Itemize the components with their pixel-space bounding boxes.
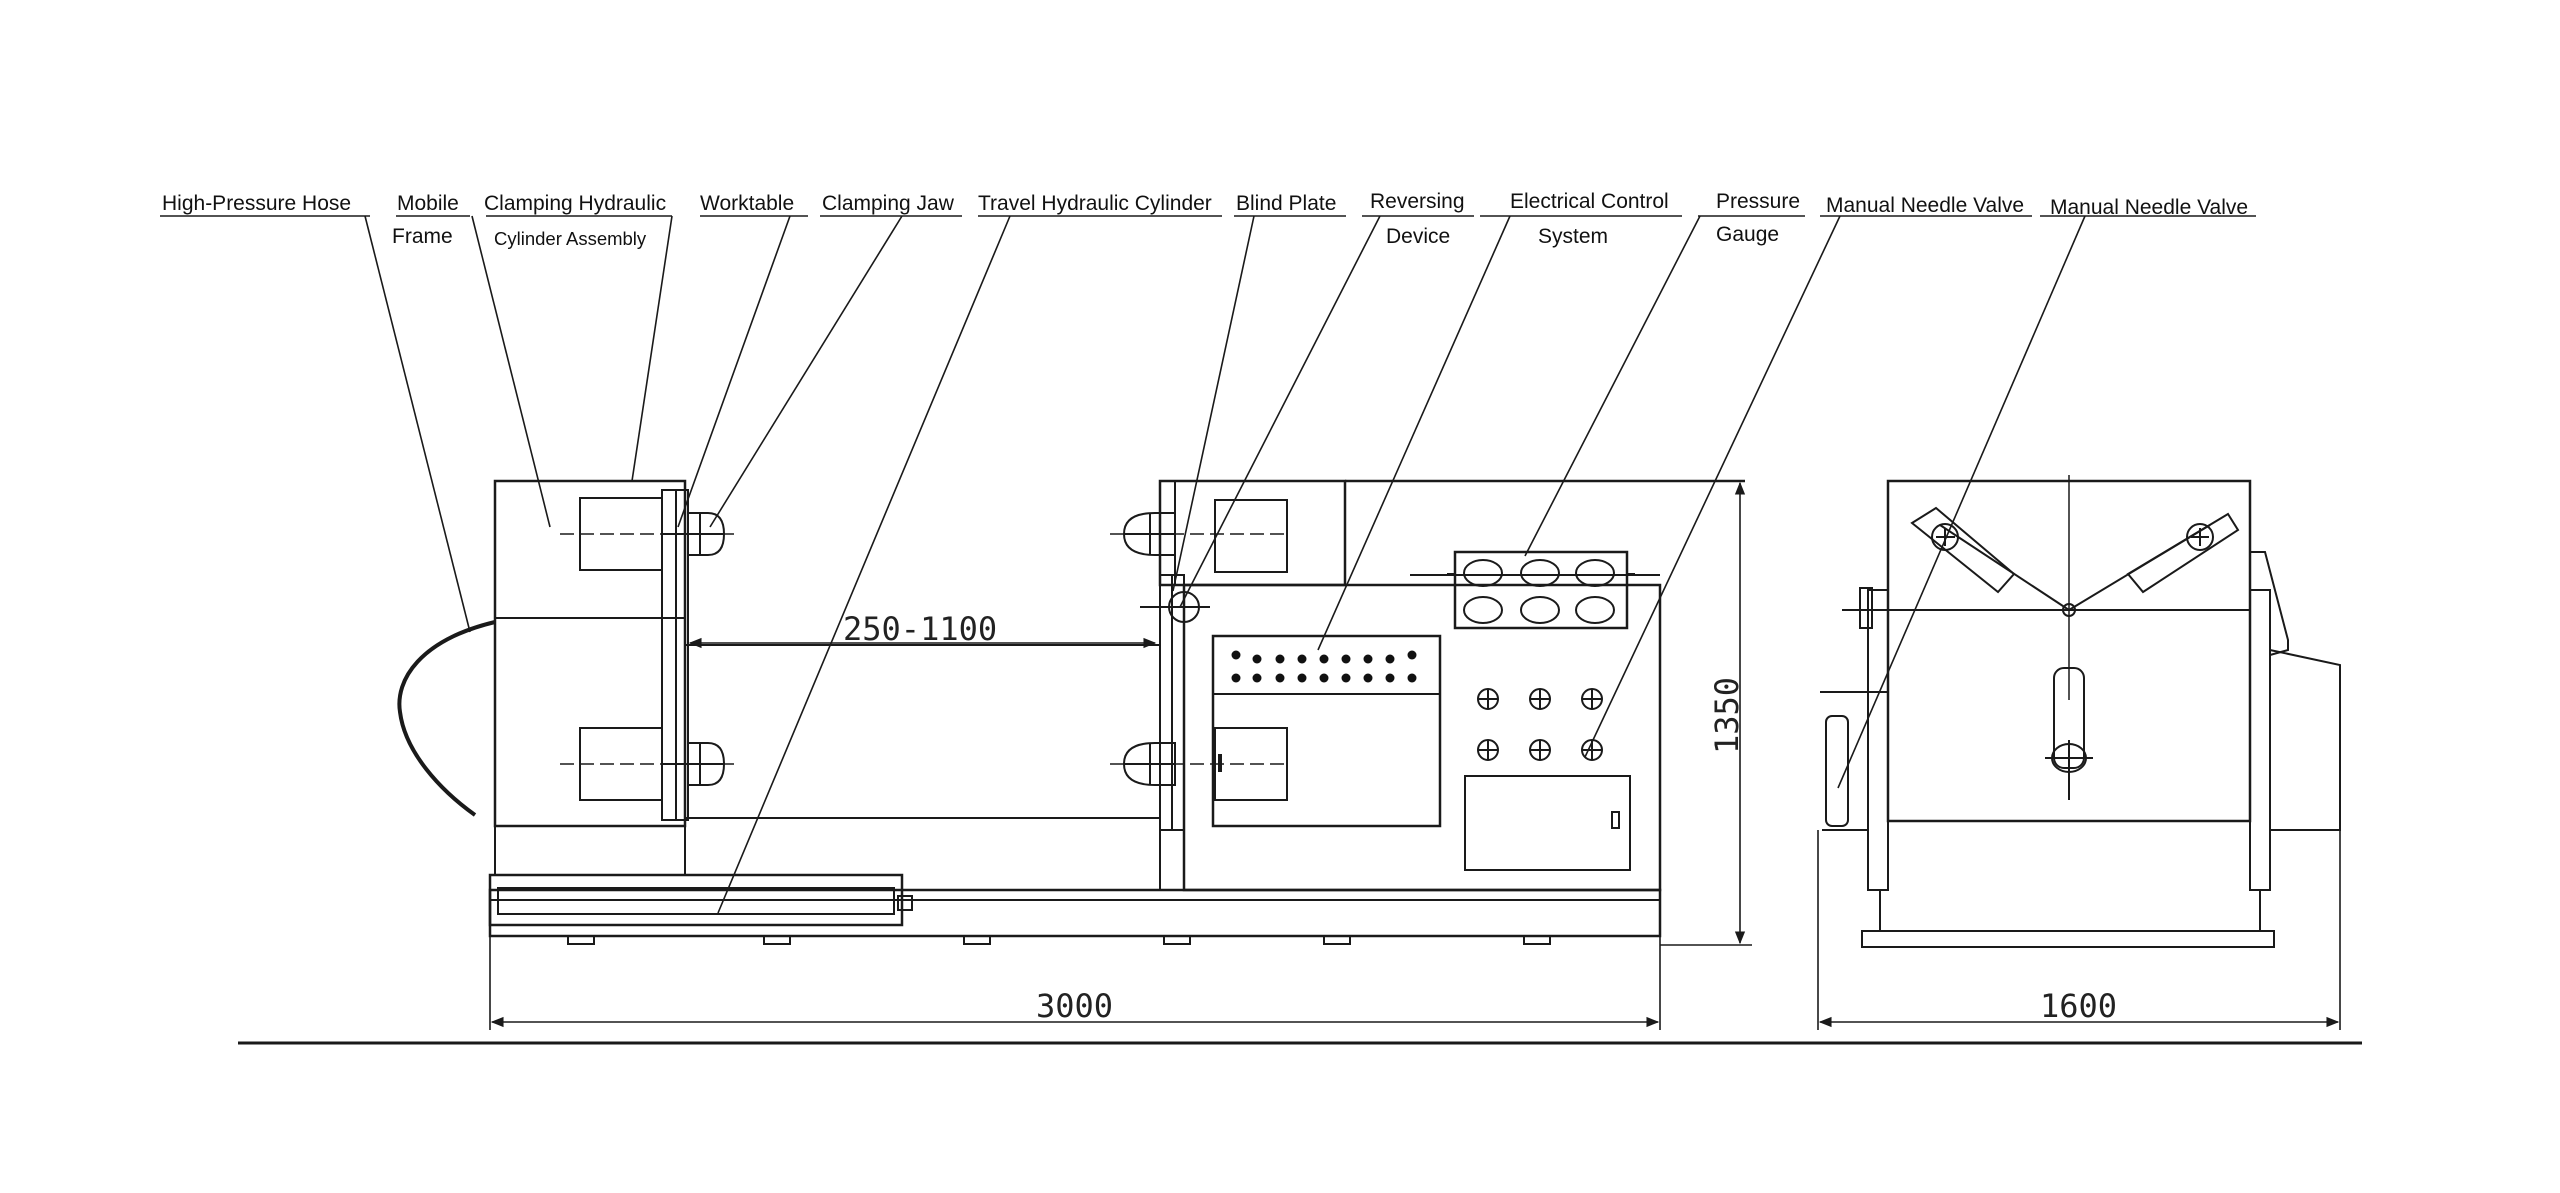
- label-mobile-frame-l2: Frame: [392, 225, 453, 248]
- label-clamping-hydraulic-l2: Cylinder Assembly: [494, 228, 647, 249]
- label-pressure-l1: Pressure: [1716, 190, 1800, 213]
- label-mobile-frame-l1: Mobile: [397, 192, 459, 215]
- needle-valve-arm-right: [2126, 512, 2240, 594]
- label-clamping-jaw: Clamping Jaw: [822, 192, 955, 215]
- label-needle-valve-1: Manual Needle Valve: [1826, 194, 2024, 217]
- side-view: [397, 479, 1745, 945]
- end-view: [1820, 475, 2341, 948]
- gauge-box: [1453, 550, 1629, 630]
- label-needle-valve-2: Manual Needle Valve: [2050, 196, 2248, 219]
- cabinet-door: [1464, 775, 1631, 871]
- leader-lines: [160, 215, 2256, 914]
- label-electrical-l2: System: [1538, 225, 1608, 248]
- stroke-dimension: 250-1100: [843, 610, 997, 648]
- width-dimension: 1600: [2040, 987, 2117, 1025]
- indicator-lights: [1231, 650, 1417, 683]
- label-blind-plate: Blind Plate: [1236, 192, 1336, 215]
- dimension-lines: [489, 481, 2341, 1030]
- length-dimension: 3000: [1036, 987, 1113, 1025]
- right-clamp-frame: [1158, 479, 1347, 587]
- label-reversing-l2: Device: [1386, 225, 1450, 248]
- high-pressure-hose: [397, 620, 496, 817]
- needle-valve-knobs: [1477, 688, 1603, 761]
- cabinet-body: [1182, 583, 1662, 892]
- label-reversing-l1: Reversing: [1370, 190, 1465, 213]
- label-pressure-l2: Gauge: [1716, 223, 1779, 246]
- label-travel-cylinder: Travel Hydraulic Cylinder: [978, 192, 1212, 215]
- label-clamping-hydraulic-l1: Clamping Hydraulic: [484, 192, 666, 215]
- height-dimension: 1350: [1708, 677, 1746, 754]
- mobile-frame: [493, 479, 687, 828]
- label-electrical-l1: Electrical Control: [1510, 190, 1669, 213]
- worktable-plate: [661, 489, 677, 821]
- label-worktable: Worktable: [700, 192, 794, 215]
- callout-labels: High-Pressure Hose Mobile Frame Clamping…: [162, 190, 2248, 249]
- label-high-pressure-hose: High-Pressure Hose: [162, 192, 351, 215]
- pressure-gauges: [1463, 559, 1615, 624]
- electrical-control-panel: [1211, 634, 1442, 828]
